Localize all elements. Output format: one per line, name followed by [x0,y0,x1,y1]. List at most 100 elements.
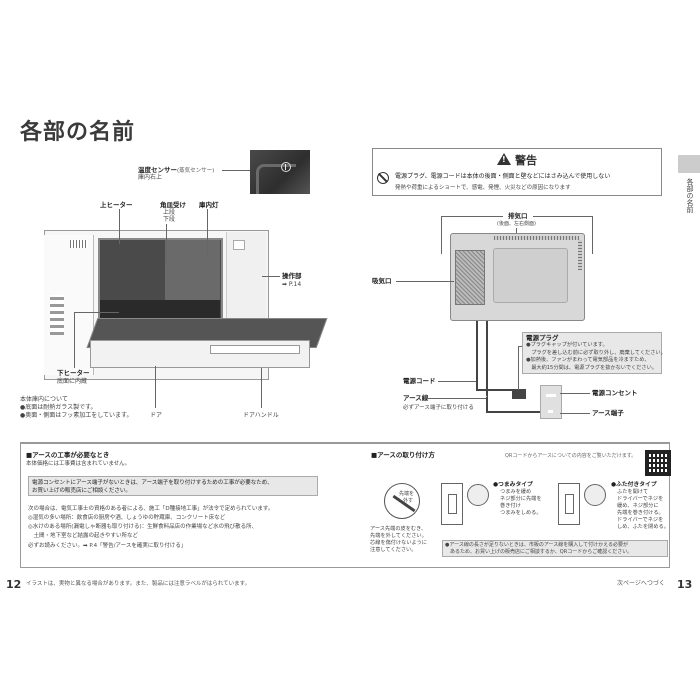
label-shelf-support: 角皿受け [160,201,186,209]
lid-type-wall-illustration [558,483,580,525]
label-intake: 吸気口 [372,277,392,285]
earth-wire-line [486,411,546,413]
leader-line [74,312,119,313]
leader-line [74,312,75,368]
warning-box: 警告 電源プラグ、電源コードは本体の後面・側面と壁などにはさみ込んで使用しない … [372,148,662,196]
label-exhaust: 排気口 [508,212,528,220]
earth-wire-line [486,397,488,413]
footer-note: イラストは、実物と異なる場合があります。また、製品には注意ラベルがはられています… [26,581,251,587]
label-shelf-upper: 上段 [163,209,176,216]
lid-type-line: ドライバーでネジを [617,517,664,523]
top-vent-icon [70,240,88,248]
label-door: ドア [150,412,163,419]
leader-line [428,398,486,399]
socket-icon [565,494,574,514]
prohibited-icon [377,172,389,184]
door-handle-illustration [210,345,300,354]
label-interior-light: 庫内灯 [199,201,219,209]
warning-title: 警告 [373,152,661,168]
sensor-closeup-photo [250,150,310,194]
label-upper-heater: 上ヒーター [100,201,133,209]
leader-line [119,209,120,244]
exhaust-vent-icon [494,236,579,240]
label-exhaust-sub: (後面、左右側面) [497,221,536,227]
leader-line [155,366,156,408]
qr-note: QRコードからアースについての内容をご覧いただけます。 [505,453,637,459]
cavity-corner-shape [256,164,296,194]
earth-work-sub: 本体価格には工事費は含まれていません。 [26,461,131,467]
page-number-left: 12 [6,578,22,591]
earth-install-heading: ■アースの取り付け方 [371,451,435,459]
notice-line: お買い上げの販売店にご相談ください。 [32,488,131,494]
page-title: 各部の名前 [20,120,136,145]
leader-line [262,276,280,277]
lid-type-line: しめ、ふたを閉める。 [617,524,669,530]
intake-vent-icon [455,250,485,305]
continue-text: 次ページへつづく [617,580,665,587]
power-cord-line [476,389,512,391]
strip-note: アース先端の皮をむき、 [370,526,427,532]
knob-type-line: つまみを緩め [500,489,532,495]
leader-line [518,346,524,347]
label-temp-sensor: 温度センサー(蒸気センサー) [138,166,215,174]
knob-terminal-zoom-icon [467,484,489,506]
plug-note-box: 電源プラグ ●プラグキャップが付いています。 プラグを差し込む前に必ず取り外し、… [522,332,666,374]
earth-work-line: 土間・地下室など結露の起きやすい所など [28,533,139,539]
label-power-cord: 電源コード [403,377,436,385]
plug-note-line: 最大約15分間は、電源プラグを抜かないでください。 [526,364,657,371]
plug-note-line: プラグを差し込む前に必ず取り外し、廃棄してください。 [526,349,666,356]
earth-work-ref-link[interactable]: 必ずお読みください。➡ P.4「警告/アースを確実に取り付ける」 [28,543,187,549]
knob-type-line: つまみをしめる。 [500,510,542,516]
short-wire-note-box: ●アース線の長さが足りないときは、市販のアース線を購入して付けかえる必要が ある… [442,540,668,557]
label-control-panel: 操作部 [282,272,302,280]
knob-type-line: ネジ部分に先端を [500,496,542,502]
lid-type-line: 先端を巻き付ける。 [617,510,664,516]
strip-note: 先端を外してください。 [370,533,427,539]
knob-type-title: ●つまみタイプ [493,482,533,488]
label-shelf-lower: 下段 [163,216,176,223]
strip-note: 芯線を傷付けないように [370,540,427,546]
earth-work-heading: ■アースの工事が必要なとき [26,451,110,459]
wall-outlet-icon [540,385,562,419]
label-temp-sensor-location: 庫内右上 [138,174,163,181]
warning-triangle-icon [497,153,511,165]
side-exhaust-vent-icon [578,240,582,270]
leader-line [396,281,454,282]
knob-type-wall-illustration [441,483,463,525]
interior-note-item: ●底面は耐熱ガラス製です。 [20,404,97,411]
power-plug-icon [512,389,526,399]
leader-line [533,216,593,217]
link-control-panel-ref[interactable]: ➡ P.14 [282,281,302,288]
earth-wire-line [486,321,488,397]
leader-line [261,368,262,408]
qr-code-icon[interactable] [645,450,671,476]
leader-line [560,393,590,394]
label-lower-heater-sub: 底面に内蔵 [57,378,88,385]
lid-type-line: ドライバーでネジを [617,496,664,502]
leader-line [441,216,442,254]
leader-line [592,216,593,254]
socket-icon [448,494,457,514]
earth-work-line: ◎水けのある場所(漏電しゃ断器も取り付ける)：生鮮食料品店の作業場など水の飛び散… [28,524,258,530]
strip-label: 外す [403,498,414,504]
short-wire-line: あるため、お買い上げの販売店にご相談するか、QRコードからご確認ください。 [445,549,633,555]
lid-type-title: ●ふた付きタイプ [611,482,657,488]
display-icon [233,240,245,250]
leader-line [516,228,517,236]
page-number-right: 13 [677,578,693,591]
earth-work-line: 次の場合は、電気工事士の資格のある者による、施工「D種接地工事」が法令で定められ… [28,506,274,512]
leader-line [438,381,476,382]
leader-line [560,413,590,414]
power-cord-line [476,321,478,389]
door-frame [90,340,310,368]
label-lower-heater: 下ヒーター [57,369,90,377]
leader-line [166,224,167,264]
wire-strip-illustration: 先端を 外す [384,483,420,519]
rear-panel [493,248,568,303]
outlet-slot [546,394,556,397]
lid-type-line: ふたを開けて [617,489,649,495]
label-outlet: 電源コンセント [592,389,638,397]
plug-note-heading: 電源プラグ [526,334,559,342]
side-tab-label: 各部の名前 [686,178,694,213]
warning-sub-text: 発熱や荷重によるショートで、感電、発煙、火災などの原因になります [395,185,571,191]
